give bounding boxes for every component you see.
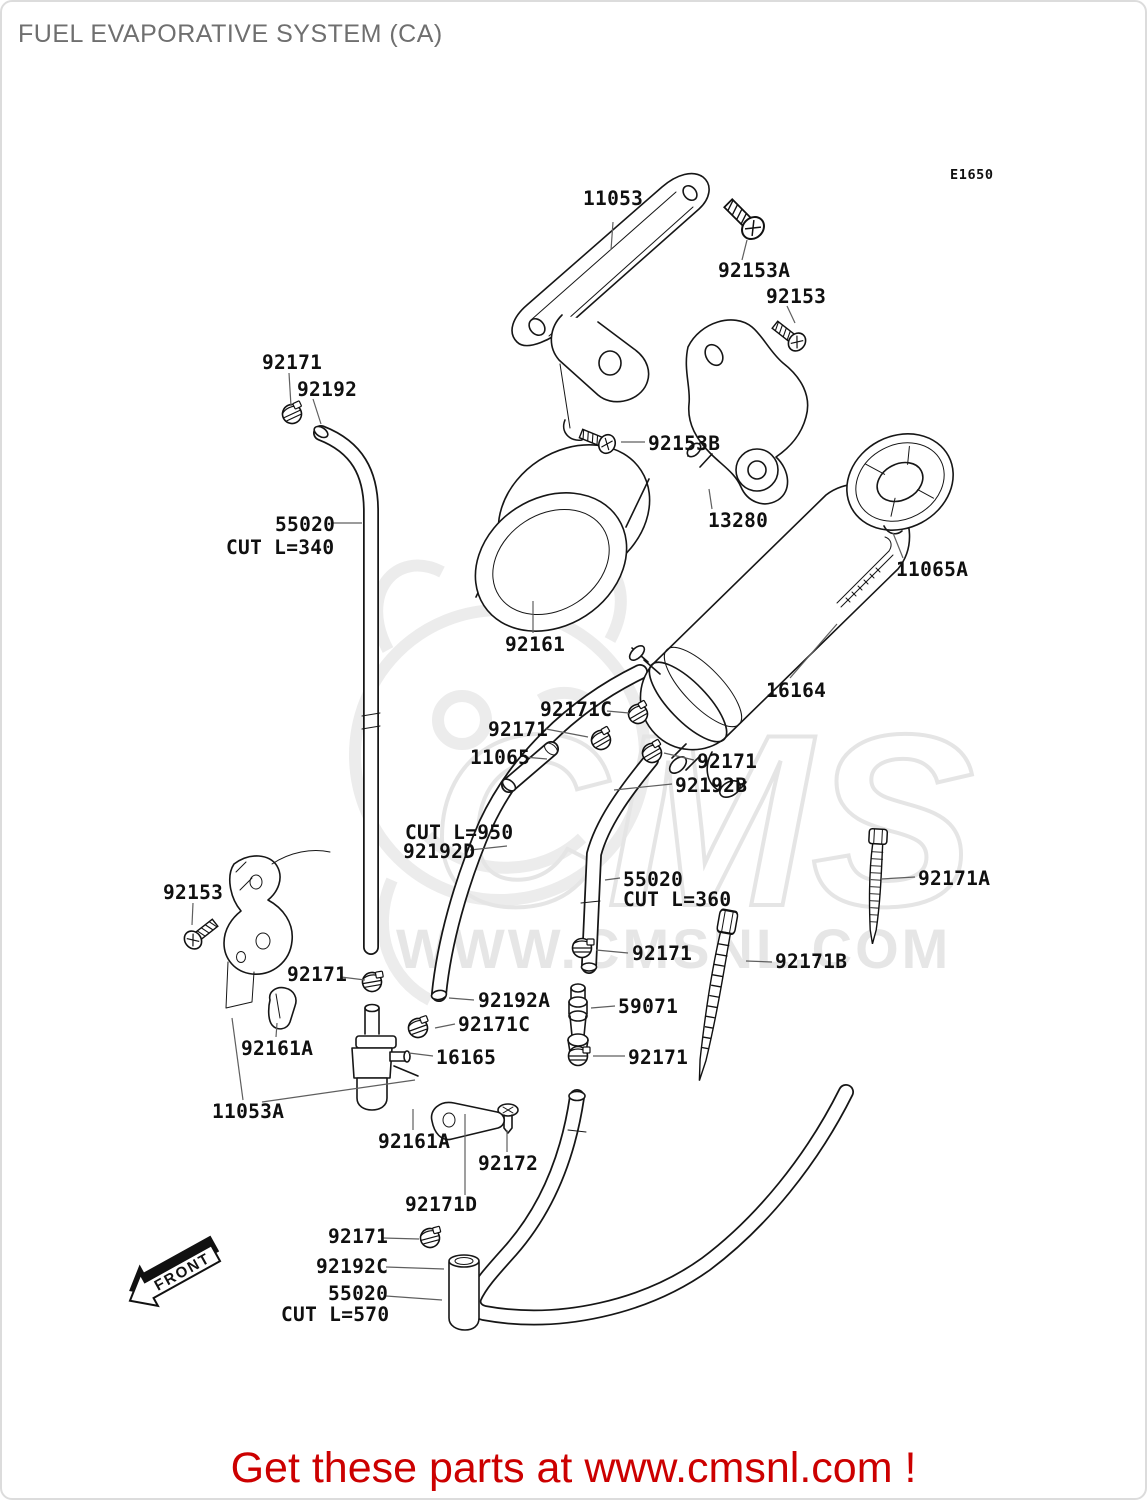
part-label-92172: 92172 bbox=[478, 1152, 539, 1175]
part-label-11065a: 11065A bbox=[896, 558, 969, 581]
footer-promo-link[interactable]: Get these parts at www.cmsnl.com ! bbox=[230, 1444, 917, 1492]
part-label-92171: 92171 bbox=[632, 942, 693, 965]
part-11053a-bracket bbox=[223, 850, 331, 1009]
part-label-92192b: 92192B bbox=[675, 774, 748, 797]
part-label-92161: 92161 bbox=[505, 633, 566, 656]
part-label-92171: 92171 bbox=[697, 750, 758, 773]
part-label-92171: 92171 bbox=[287, 963, 348, 986]
leader-lines bbox=[191, 221, 916, 1301]
page-title: FUEL EVAPORATIVE SYSTEM (CA) bbox=[18, 20, 443, 48]
canister-ports bbox=[628, 644, 747, 798]
part-label-13280: 13280 bbox=[708, 509, 769, 532]
part-label-92153: 92153 bbox=[766, 285, 827, 308]
part-label-59071: 59071 bbox=[618, 995, 679, 1018]
part-label-92171a: 92171A bbox=[918, 867, 991, 890]
part-label-11053a: 11053A bbox=[212, 1100, 285, 1123]
part-label-cut-l-950: CUT L=950 bbox=[405, 821, 514, 844]
part-label-92171b: 92171B bbox=[775, 950, 848, 973]
part-label-92192d: 92192D bbox=[403, 840, 476, 863]
part-11065-tube bbox=[501, 741, 559, 793]
part-label-92192c: 92192C bbox=[316, 1255, 389, 1278]
part-label-92171d: 92171D bbox=[405, 1193, 478, 1216]
part-92161a-damper bbox=[267, 986, 297, 1030]
hose-55020-340 bbox=[313, 425, 381, 955]
part-label-92161a: 92161A bbox=[241, 1037, 314, 1060]
part-label-92192: 92192 bbox=[297, 378, 358, 401]
part-11065a-cap bbox=[846, 433, 954, 535]
part-label-92153: 92153 bbox=[163, 881, 224, 904]
part-label-cut-l-360: CUT L=360 bbox=[623, 888, 732, 911]
part-label-92192a: 92192A bbox=[478, 989, 551, 1012]
part-label-cut-l-570: CUT L=570 bbox=[281, 1303, 390, 1326]
part-label-11053: 11053 bbox=[583, 187, 644, 210]
part-label-92171: 92171 bbox=[328, 1225, 389, 1248]
hose-92192b-55020 bbox=[580, 752, 659, 974]
hose-55020-570 bbox=[465, 1084, 854, 1326]
part-label-92153a: 92153A bbox=[718, 259, 791, 282]
part-label-92161a: 92161A bbox=[378, 1130, 451, 1153]
part-label-16164: 16164 bbox=[766, 679, 827, 702]
part-label-e1650: E1650 bbox=[950, 167, 994, 183]
hose-92192d bbox=[430, 664, 648, 1002]
part-label-92171: 92171 bbox=[262, 351, 323, 374]
part-label-55020: 55020 bbox=[623, 868, 684, 891]
part-13280-bracket bbox=[685, 319, 809, 505]
part-label-92171: 92171 bbox=[628, 1046, 689, 1069]
part-92161-filter bbox=[474, 444, 651, 632]
part-92161a-band bbox=[430, 1101, 506, 1141]
part-label-55020: 55020 bbox=[275, 513, 336, 536]
part-label-11065: 11065 bbox=[470, 746, 531, 769]
part-16165-valve bbox=[351, 1003, 419, 1111]
part-label-55020: 55020 bbox=[328, 1282, 389, 1305]
part-11053-bracket bbox=[511, 172, 710, 442]
part-label-92171c: 92171C bbox=[540, 698, 613, 721]
part-92192c-elbow bbox=[448, 1254, 480, 1331]
part-label-16165: 16165 bbox=[436, 1046, 497, 1069]
part-label-92171c: 92171C bbox=[458, 1013, 531, 1036]
part-label-92171: 92171 bbox=[488, 718, 549, 741]
part-label-92153b: 92153B bbox=[648, 432, 721, 455]
part-label-cut-l-340: CUT L=340 bbox=[226, 536, 335, 559]
